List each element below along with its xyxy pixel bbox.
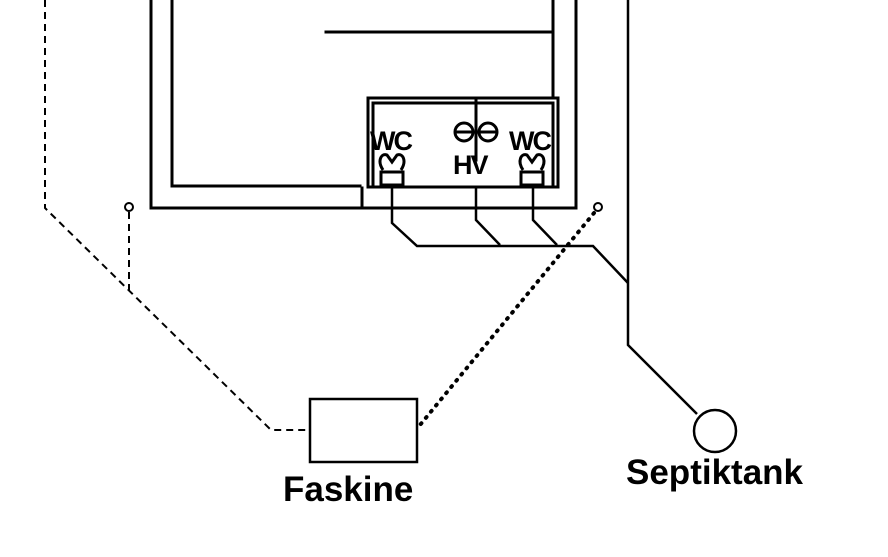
wc-right-toilet-icon <box>518 153 546 187</box>
wc-right-label: WC <box>509 126 551 156</box>
faskine-box <box>308 397 419 464</box>
inner-wall <box>170 0 362 188</box>
bathroom-wall-outer <box>366 96 560 189</box>
hv-label: HV <box>453 150 488 180</box>
fixtures: WC WC HV <box>370 121 553 187</box>
building-walls <box>149 0 578 210</box>
faskine-label: Faskine <box>283 470 413 509</box>
bathroom <box>366 96 560 189</box>
septic-tank-icon <box>692 408 738 454</box>
interior-partition <box>324 30 555 98</box>
dashed-drain-long <box>44 0 309 431</box>
main-sewer-pipe <box>626 0 698 415</box>
wc-left-label: WC <box>370 126 412 156</box>
stormwater-drainage: Faskine <box>44 0 603 509</box>
septiktank-label: Septiktank <box>626 453 804 492</box>
pipe-wc-right <box>531 186 558 246</box>
hand-basin-icon <box>453 121 499 143</box>
wc-left-toilet-icon <box>378 153 406 187</box>
downpipe-right-icon <box>593 202 603 212</box>
bathroom-wall-inner <box>371 101 555 189</box>
dotted-drain <box>418 211 596 427</box>
downpipe-left-icon <box>124 202 134 212</box>
sewage-pipes: Septiktank <box>390 0 804 492</box>
pipe-wc-left <box>390 186 629 284</box>
pipe-hv <box>474 186 501 246</box>
